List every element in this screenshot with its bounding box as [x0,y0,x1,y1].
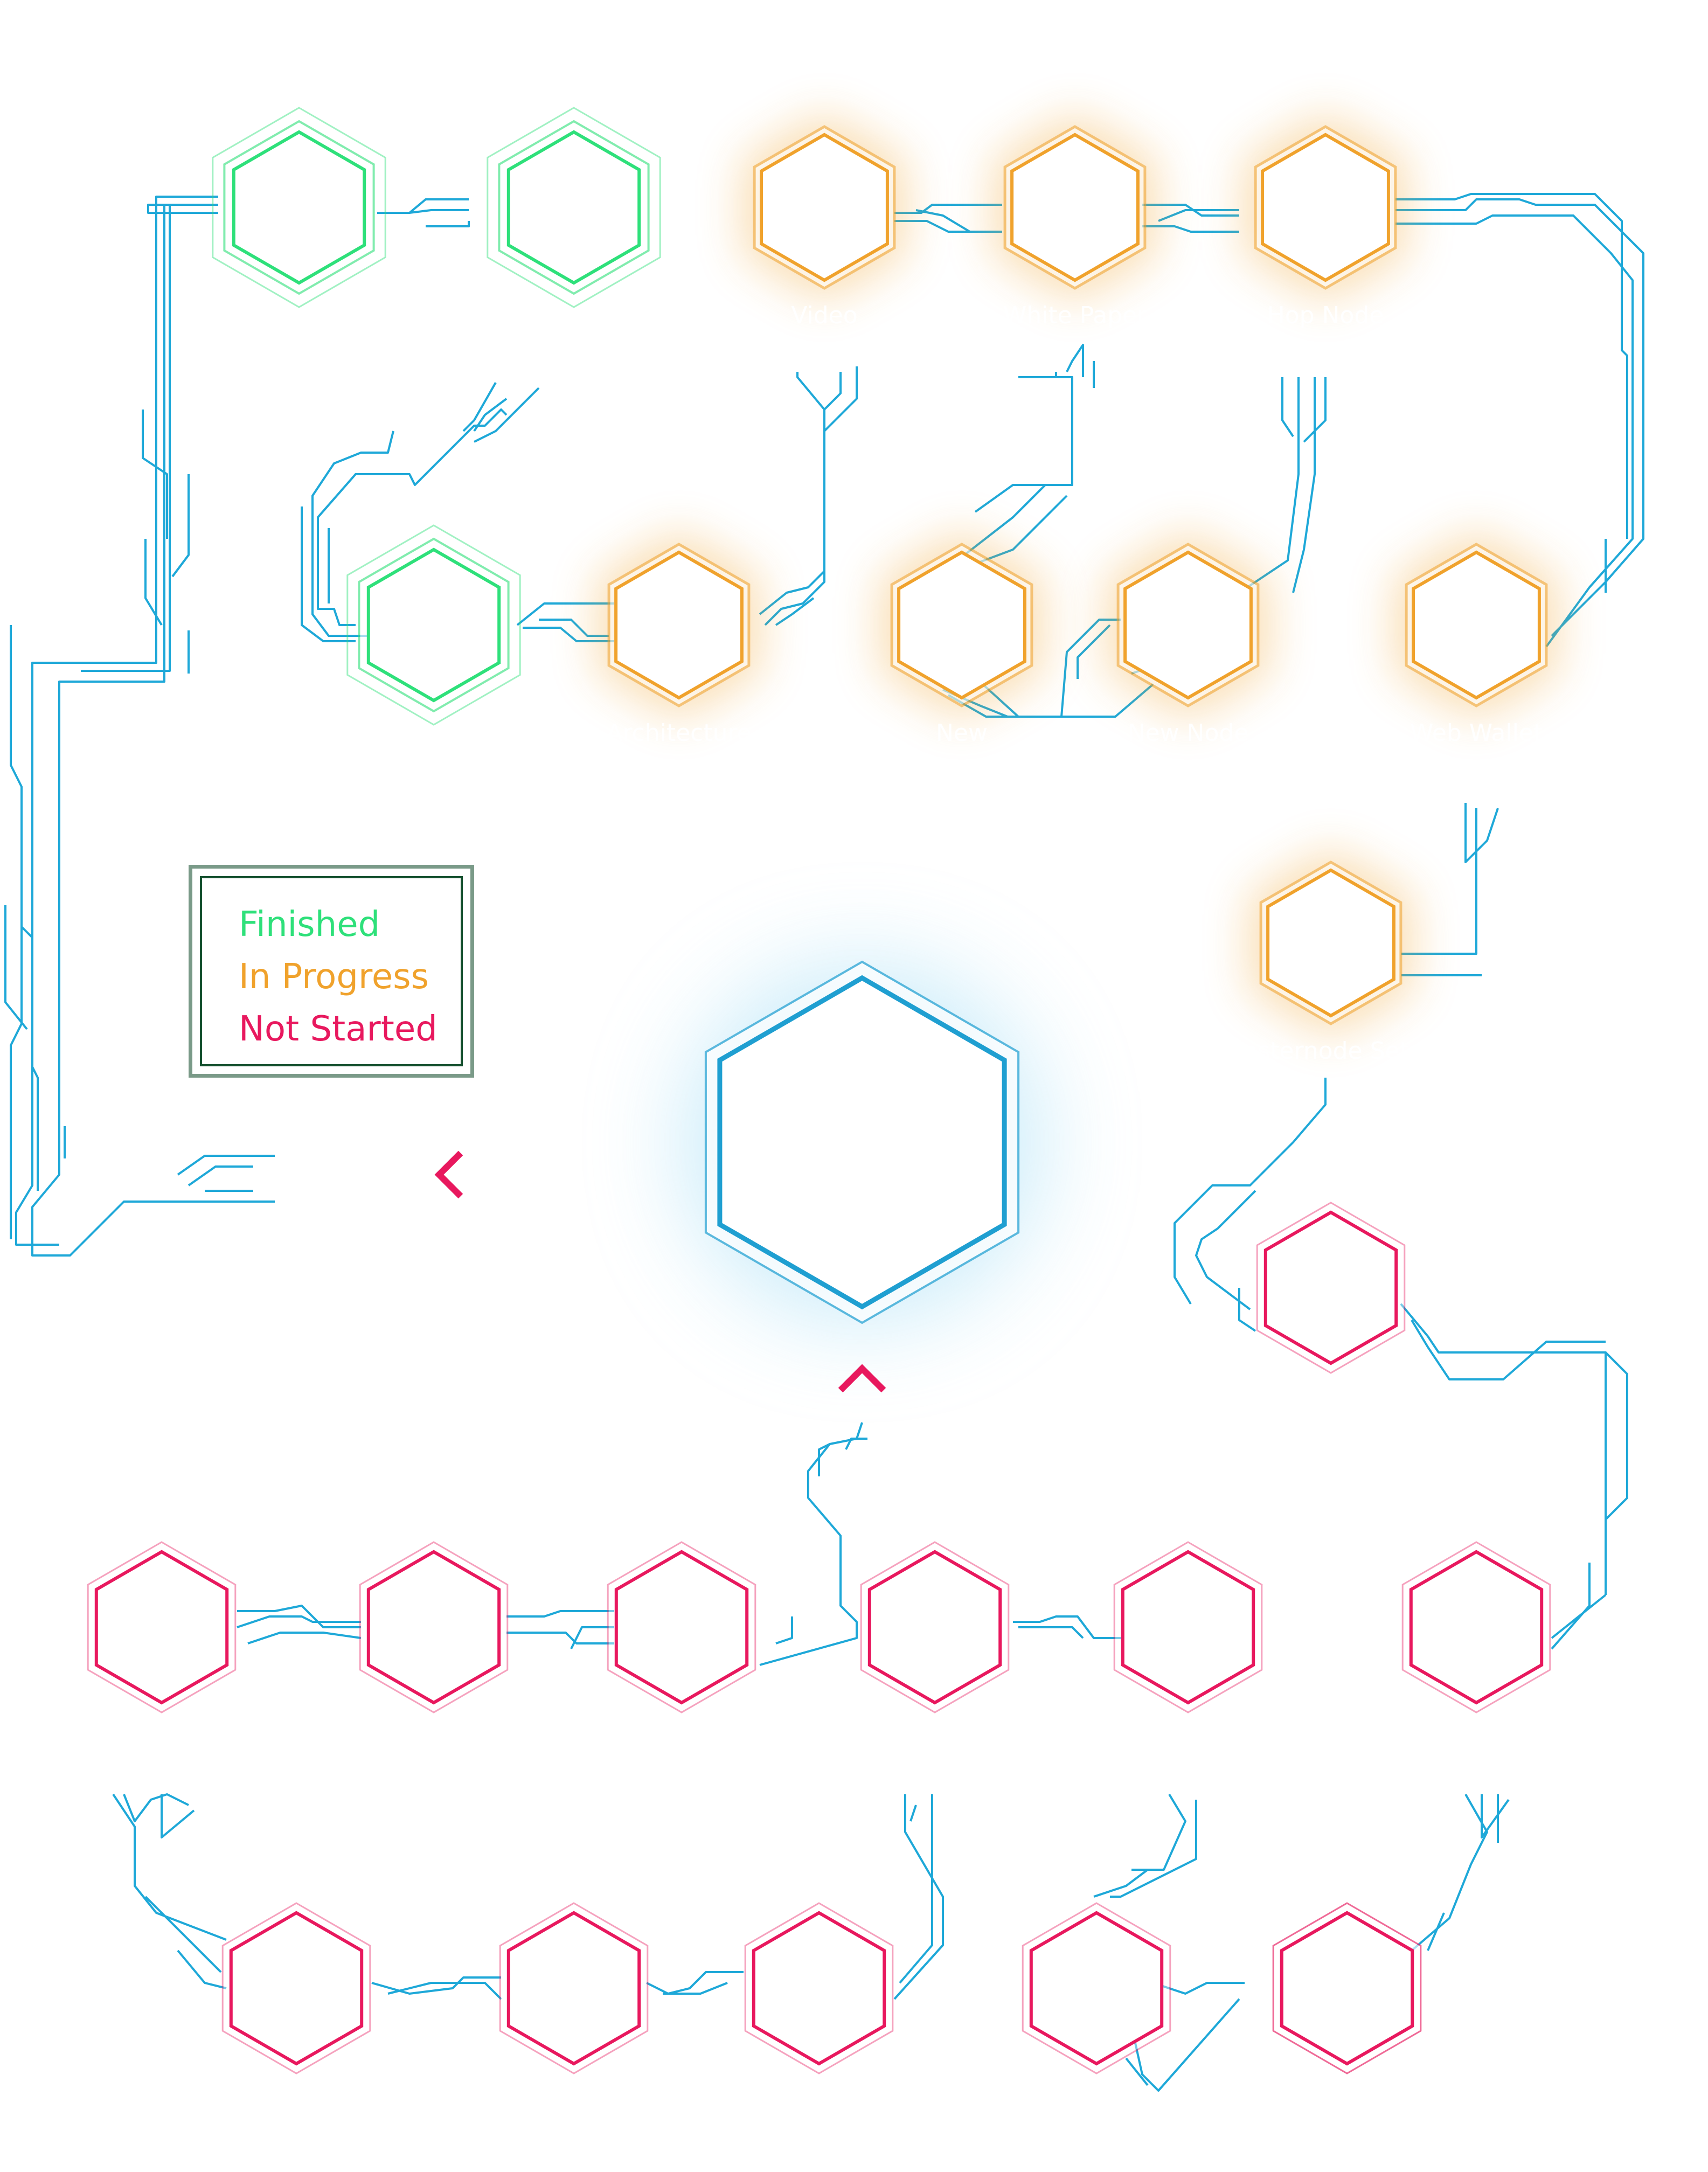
node-outer-ring [212,107,386,308]
node-hexagon [1029,1911,1164,2066]
node-hexagon [760,133,889,282]
milestone-node-n11[interactable] [1022,1902,1171,2074]
milestone-node-p5[interactable]: New [880,531,1044,747]
arrow-left-icon [434,1150,463,1199]
milestone-node-n1[interactable] [1256,1202,1406,1374]
milestone-node-n5[interactable] [607,1541,756,1713]
node-hexagon [1261,133,1390,282]
arrow-up-icon [838,1364,886,1393]
milestone-node-f2[interactable] [487,107,661,308]
center-node[interactable] [684,960,1040,1324]
node-label: Web Wallet [1410,719,1543,747]
milestone-node-n13[interactable] [1401,1541,1551,1713]
milestone-node-p6[interactable]: New Node [1106,531,1270,747]
node-hexagon [1263,1210,1398,1365]
node-hexagon [366,547,501,703]
milestone-node-p4[interactable]: Architecture [597,531,761,747]
node-hexagon [1409,1550,1544,1705]
milestone-node-n4[interactable] [359,1541,509,1713]
center-hexagon [717,975,1007,1310]
status-legend: Finished In Progress Not Started [189,865,474,1078]
node-hexagon [506,130,641,285]
milestone-node-n10[interactable] [744,1902,894,2074]
milestone-node-n8[interactable] [221,1902,371,2074]
node-hexagon [1266,868,1395,1018]
milestone-node-p2[interactable]: White Paper [993,113,1157,329]
node-label: New Node [1128,719,1249,747]
milestone-node-n6[interactable] [860,1541,1010,1713]
node-outer-ring [487,107,661,308]
node-hexagon [1123,550,1253,700]
node-hexagon [897,550,1026,700]
node-label: Masternode Setup [1223,1037,1439,1065]
node-label: Video [791,302,857,329]
node-hexagon [1280,1911,1414,2066]
milestone-node-n9[interactable] [499,1902,649,2074]
milestone-node-n3[interactable] [87,1541,237,1713]
milestone-node-f3[interactable] [346,524,521,726]
node-label: Hop Node [1267,302,1384,329]
milestone-node-n12[interactable] [1272,1902,1422,2074]
node-hexagon [1121,1550,1255,1705]
milestone-node-p1[interactable]: Video [742,113,906,329]
node-outer-ring [346,524,521,726]
node-hexagon [94,1550,229,1705]
node-hexagon [1010,133,1140,282]
legend-inner-border: Finished In Progress Not Started [200,876,463,1066]
node-hexagon [229,1911,364,2066]
node-hexagon [366,1550,501,1705]
node-hexagon [614,550,744,700]
node-hexagon [506,1911,641,2066]
node-label: Architecture [606,719,751,747]
node-label: New [936,719,988,747]
legend-in-progress: In Progress [239,957,429,997]
milestone-node-f1[interactable] [212,107,386,308]
node-hexagon [752,1911,886,2066]
milestone-node-n7[interactable] [1113,1541,1263,1713]
node-hexagon [867,1550,1002,1705]
node-label: White Paper [1003,302,1147,329]
milestone-node-p7[interactable]: Web Wallet [1394,531,1558,747]
circuit-traces [4,193,1644,2092]
node-hexagon [1412,550,1541,700]
milestone-node-p3[interactable]: Hop Node [1244,113,1407,329]
node-hexagon [614,1550,749,1705]
legend-not-started: Not Started [239,1009,438,1049]
node-hexagon [232,130,366,285]
milestone-node-p8[interactable]: Masternode Setup [1223,849,1439,1065]
legend-finished: Finished [239,905,380,945]
